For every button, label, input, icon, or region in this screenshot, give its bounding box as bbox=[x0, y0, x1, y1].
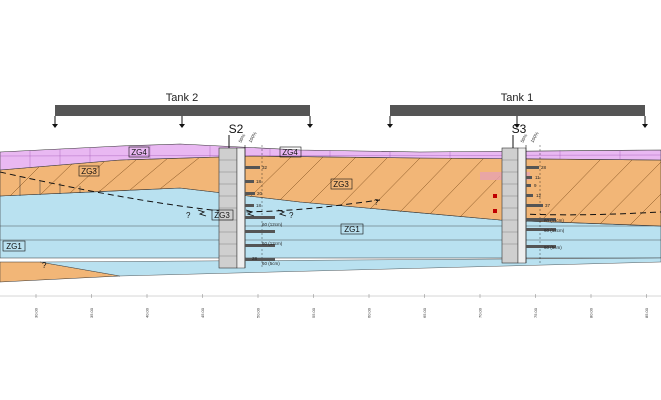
svg-text:ZG3: ZG3 bbox=[81, 167, 97, 176]
svg-text:ZG1: ZG1 bbox=[344, 225, 360, 234]
unknown-marker: ? bbox=[186, 211, 191, 220]
dashed-boundary bbox=[0, 171, 661, 216]
borehole-s3-label: S3 bbox=[512, 122, 527, 136]
layer-zg4 bbox=[0, 143, 661, 171]
uncertain-lens bbox=[197, 209, 287, 217]
zg3-hatching bbox=[9, 155, 661, 226]
axis-tick-label: 30.00 bbox=[34, 307, 39, 318]
axis-tick-label: 80.00 bbox=[589, 307, 594, 318]
s3-value: 11 bbox=[535, 175, 540, 180]
tank-2-label: Tank 2 bbox=[166, 92, 198, 104]
axis-tick-label: 60.00 bbox=[367, 307, 372, 318]
s2-scale-50: 50% bbox=[238, 133, 247, 143]
axis-tick-label: 45.00 bbox=[200, 307, 205, 318]
axis-tick-label: 50.00 bbox=[256, 307, 261, 318]
zone-zg4-box-right: ZG4 bbox=[279, 146, 302, 158]
s2-value: 60 (12cm) bbox=[262, 241, 283, 246]
s3-value: 9 bbox=[534, 183, 537, 188]
svg-text:ZG1: ZG1 bbox=[6, 242, 22, 251]
s2-value: 28 bbox=[252, 256, 258, 261]
unknown-marker: ? bbox=[374, 198, 379, 207]
tank-2-bar bbox=[52, 105, 313, 128]
s2-scale-100: 100% bbox=[248, 131, 258, 143]
axis-tick-label: 85.00 bbox=[644, 307, 649, 318]
axis-tick-label: 35.00 bbox=[89, 307, 94, 318]
zone-zg3-box-center: ZG3 bbox=[330, 178, 353, 190]
s3-value: 28 bbox=[541, 165, 547, 170]
axis-tick-label: 40.00 bbox=[145, 307, 150, 318]
zone-zg4-box-left: ZG4 bbox=[128, 146, 150, 158]
unknown-marker: ? bbox=[42, 261, 47, 270]
svg-text:ZG3: ZG3 bbox=[333, 180, 349, 189]
s3-value: 60 (5cm) bbox=[544, 245, 562, 250]
s3-value: 12 bbox=[536, 193, 542, 198]
unknown-marker: ? bbox=[289, 211, 294, 220]
svg-text:ZG4: ZG4 bbox=[131, 148, 147, 157]
borehole-s2 bbox=[218, 135, 275, 269]
s2-value: 18 bbox=[256, 203, 262, 208]
s2-value: 32 bbox=[262, 165, 268, 170]
axis-tick-label: 75.00 bbox=[533, 307, 538, 318]
s3-value: 60 (11cm) bbox=[544, 218, 564, 223]
axis-ticks: 30.00 35.00 40.00 45.00 50.00 55.00 60.00 65.00… bbox=[34, 294, 649, 318]
svg-text:ZG3: ZG3 bbox=[214, 211, 230, 220]
s2-value: 20 bbox=[257, 191, 263, 196]
s2-value: 60 (5cm) bbox=[262, 261, 280, 266]
borehole-s2-label: S2 bbox=[229, 122, 244, 136]
s3-value: 60 (12cm) bbox=[544, 228, 565, 233]
s2-value: 60 (12cm) bbox=[262, 222, 283, 227]
zone-zg1-box-left: ZG1 bbox=[2, 240, 26, 252]
tank-1-bar bbox=[387, 105, 648, 128]
tank-1-label: Tank 1 bbox=[501, 92, 533, 104]
zone-zg1-box-center: ZG1 bbox=[340, 223, 364, 235]
s3-scale-50: 50% bbox=[520, 133, 529, 143]
s3-value: 37 bbox=[545, 203, 551, 208]
axis-tick-label: 65.00 bbox=[422, 307, 427, 318]
s2-value: 18 bbox=[256, 179, 262, 184]
s3-scale-100: 100% bbox=[530, 131, 540, 143]
svg-text:ZG4: ZG4 bbox=[282, 148, 298, 157]
borehole-s3 bbox=[493, 135, 556, 264]
axis-tick-label: 70.00 bbox=[478, 307, 483, 318]
vertical-hatch bbox=[19, 176, 101, 196]
zone-zg3-box-left: ZG3 bbox=[78, 165, 100, 177]
axis-tick-label: 55.00 bbox=[311, 307, 316, 318]
zone-zg3-box-lens: ZG3 bbox=[211, 209, 234, 221]
